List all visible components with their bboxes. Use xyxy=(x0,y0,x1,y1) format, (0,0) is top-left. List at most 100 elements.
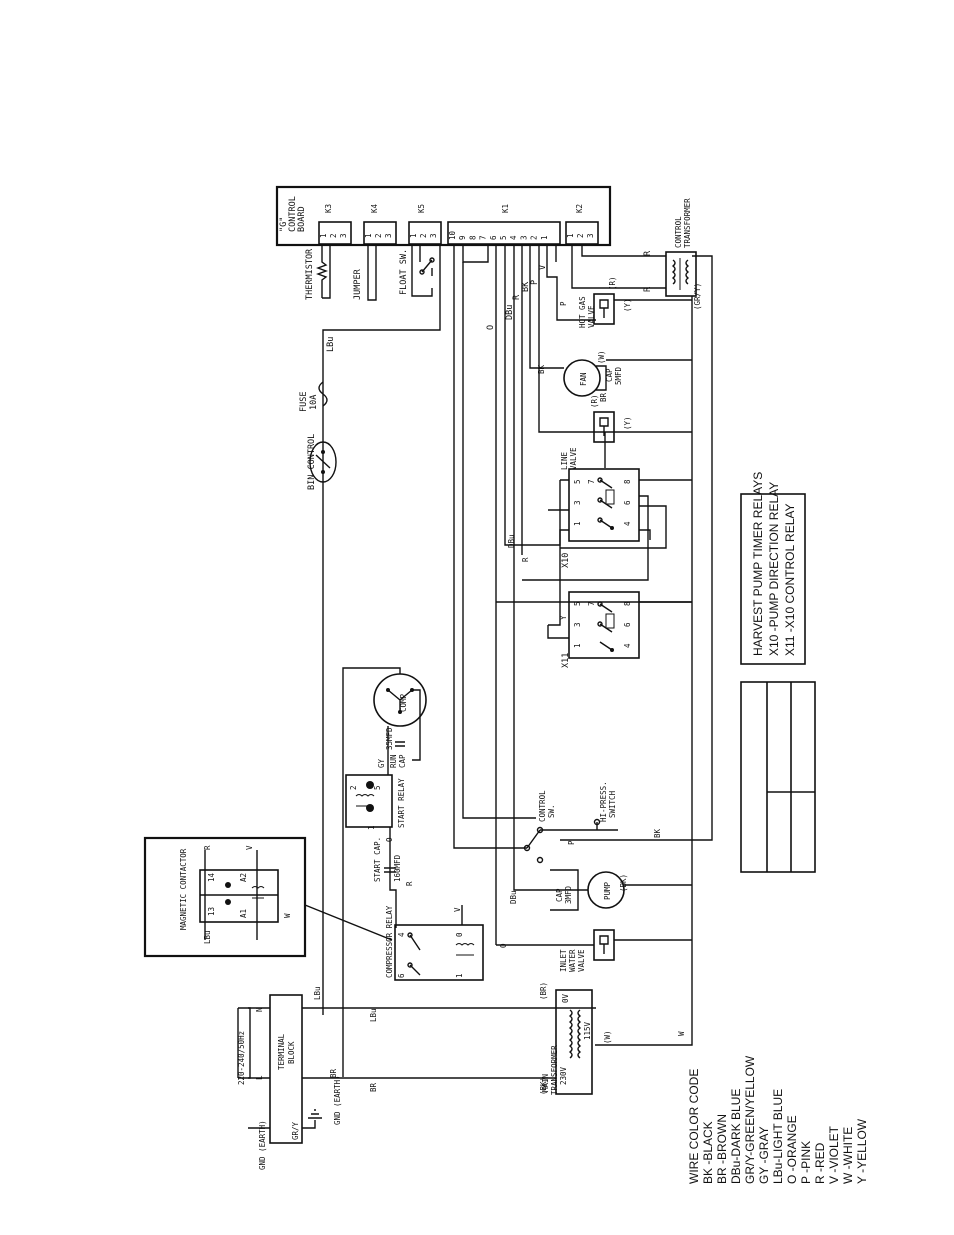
svg-text:5: 5 xyxy=(573,601,582,606)
svg-text:10A: 10A xyxy=(309,395,319,410)
svg-text:GND (EARTH): GND (EARTH) xyxy=(333,1075,342,1125)
svg-text:(GR/Y): (GR/Y) xyxy=(693,283,702,310)
thermistor: THERMISTOR xyxy=(305,244,331,300)
svg-text:3: 3 xyxy=(339,233,348,238)
svg-text:BIN CONTROL: BIN CONTROL xyxy=(307,434,317,490)
svg-text:R: R xyxy=(521,557,530,562)
svg-text:BK: BK xyxy=(537,364,546,374)
hot-gas-valve: P HOT GAS VALVE (R) (Y) xyxy=(559,276,692,328)
svg-text:230V: 230V xyxy=(559,1066,568,1085)
svg-text:BK: BK xyxy=(653,828,662,838)
svg-text:WIRE COLOR CODE: WIRE COLOR CODE xyxy=(687,1069,701,1184)
svg-text:O: O xyxy=(385,837,394,842)
svg-text:X11 -X10 CONTROL RELAY: X11 -X10 CONTROL RELAY xyxy=(783,504,797,657)
svg-text:3: 3 xyxy=(586,233,595,238)
svg-text:BR: BR xyxy=(599,392,608,402)
svg-text:CAP: CAP xyxy=(555,888,564,902)
svg-text:DBu: DBu xyxy=(509,890,518,904)
svg-text:V: V xyxy=(538,265,548,270)
svg-text:O: O xyxy=(486,325,496,330)
svg-text:VALVE: VALVE xyxy=(569,447,578,470)
svg-text:0V: 0V xyxy=(561,993,570,1003)
svg-text:INLET: INLET xyxy=(559,949,568,972)
svg-text:LBu: LBu xyxy=(313,986,322,1000)
connector-k2: K2 1 2 3 xyxy=(565,204,599,245)
svg-text:8: 8 xyxy=(623,479,632,484)
start-relay: START RELAY 1 2 5 xyxy=(345,774,406,830)
svg-text:CAP: CAP xyxy=(605,368,614,382)
svg-text:BR: BR xyxy=(329,1068,338,1078)
terminal-block: TERMINAL BLOCK N L 220-240/50Hz GND (EAR… xyxy=(237,994,342,1170)
wire-color-entry: P -PINK xyxy=(799,1141,813,1184)
wire-color-entry: BK -BLACK xyxy=(701,1121,715,1184)
control-board: "G" CONTROL BOARD K3 1 2 3 K4 1 2 3 K5 1… xyxy=(275,185,612,247)
svg-text:4: 4 xyxy=(623,521,632,526)
svg-text:TERMINAL: TERMINAL xyxy=(277,1033,286,1070)
svg-text:3: 3 xyxy=(573,622,582,627)
fuse: FUSE 10A xyxy=(299,381,328,412)
svg-text:GY: GY xyxy=(377,758,386,768)
svg-text:P: P xyxy=(567,840,576,845)
wire-color-entry: LBu-LIGHT BLUE xyxy=(771,1089,785,1184)
svg-text:GR/Y: GR/Y xyxy=(291,1121,300,1140)
svg-text:K4: K4 xyxy=(370,203,379,213)
svg-text:8: 8 xyxy=(623,601,632,606)
svg-text:A1: A1 xyxy=(239,909,248,918)
svg-text:TRANSFORMER: TRANSFORMER xyxy=(683,198,692,248)
k1-pin-label: 10 xyxy=(448,230,457,240)
svg-text:(R): (R) xyxy=(590,394,599,408)
svg-text:X10: X10 xyxy=(561,553,571,568)
svg-text:2: 2 xyxy=(329,233,338,238)
wire-color-entry: W -WHITE xyxy=(841,1127,855,1184)
relay-legend: HARVEST PUMP TIMER RELAYS X10 -PUMP DIRE… xyxy=(740,472,806,665)
wire-color-entry: GY -GRAY xyxy=(757,1126,771,1184)
svg-text:7: 7 xyxy=(587,601,596,606)
svg-text:3: 3 xyxy=(429,233,438,238)
svg-text:HARVEST PUMP TIMER RELAYS: HARVEST PUMP TIMER RELAYS xyxy=(751,472,765,656)
svg-text:MAGNETIC CONTACTOR: MAGNETIC CONTACTOR xyxy=(179,848,188,930)
svg-text:DBu: DBu xyxy=(507,534,516,548)
svg-text:SWITCH: SWITCH xyxy=(608,790,617,818)
svg-text:A2: A2 xyxy=(239,873,248,882)
relay-x10: X10 5 3 1 7 8 6 4 DBu R xyxy=(507,432,692,626)
svg-text:"G": "G" xyxy=(279,217,289,232)
k1-pin-label: 4 xyxy=(509,235,518,240)
k1-wires: O DBu R BK P V xyxy=(453,244,692,945)
svg-text:V: V xyxy=(245,845,254,850)
svg-text:GND (EARTH): GND (EARTH) xyxy=(258,1120,267,1170)
svg-text:1: 1 xyxy=(566,233,575,238)
bin-control: BIN CONTROL xyxy=(307,434,337,490)
svg-text:3MFD: 3MFD xyxy=(564,885,573,904)
svg-text:2: 2 xyxy=(576,233,585,238)
svg-text:160MFD: 160MFD xyxy=(393,854,402,882)
svg-text:(BR): (BR) xyxy=(539,982,548,1000)
svg-text:LBu: LBu xyxy=(369,1008,378,1022)
svg-text:2: 2 xyxy=(349,785,358,790)
k1-pin-label: 9 xyxy=(458,235,467,240)
svg-text:VALVE: VALVE xyxy=(587,305,596,328)
svg-text:BK: BK xyxy=(521,281,531,292)
wire-color-entry: DBu-DARK BLUE xyxy=(729,1089,743,1184)
svg-text:(W): (W) xyxy=(603,1030,612,1044)
svg-text:R: R xyxy=(405,881,414,886)
svg-text:R: R xyxy=(203,845,212,850)
wire-color-entry: R -RED xyxy=(813,1142,827,1184)
svg-text:COMP: COMP xyxy=(399,693,408,712)
svg-text:SW.: SW. xyxy=(547,804,556,818)
k1-pin-label: 5 xyxy=(499,235,508,240)
line-valve: LINE VALVE (R) (Y) xyxy=(560,394,632,470)
float-switch: FLOAT SW. xyxy=(399,244,435,297)
svg-text:FUSE: FUSE xyxy=(299,392,309,412)
k1-pin-label: 2 xyxy=(530,235,539,240)
svg-text:CONTROL: CONTROL xyxy=(288,196,298,232)
svg-text:6: 6 xyxy=(397,973,406,978)
main-transformer: MAIN TRANSFORMER 230V 0V 115V (BR) (BK) … xyxy=(539,982,686,1095)
svg-text:1: 1 xyxy=(409,233,418,238)
svg-text:P: P xyxy=(530,280,540,285)
svg-text:W: W xyxy=(283,913,292,918)
svg-text:4: 4 xyxy=(397,932,406,937)
svg-text:7: 7 xyxy=(587,479,596,484)
compressor-relay: COMPRESSOR RELAY 4 6 0 1 V xyxy=(385,905,484,981)
svg-text:(R): (R) xyxy=(608,276,617,290)
